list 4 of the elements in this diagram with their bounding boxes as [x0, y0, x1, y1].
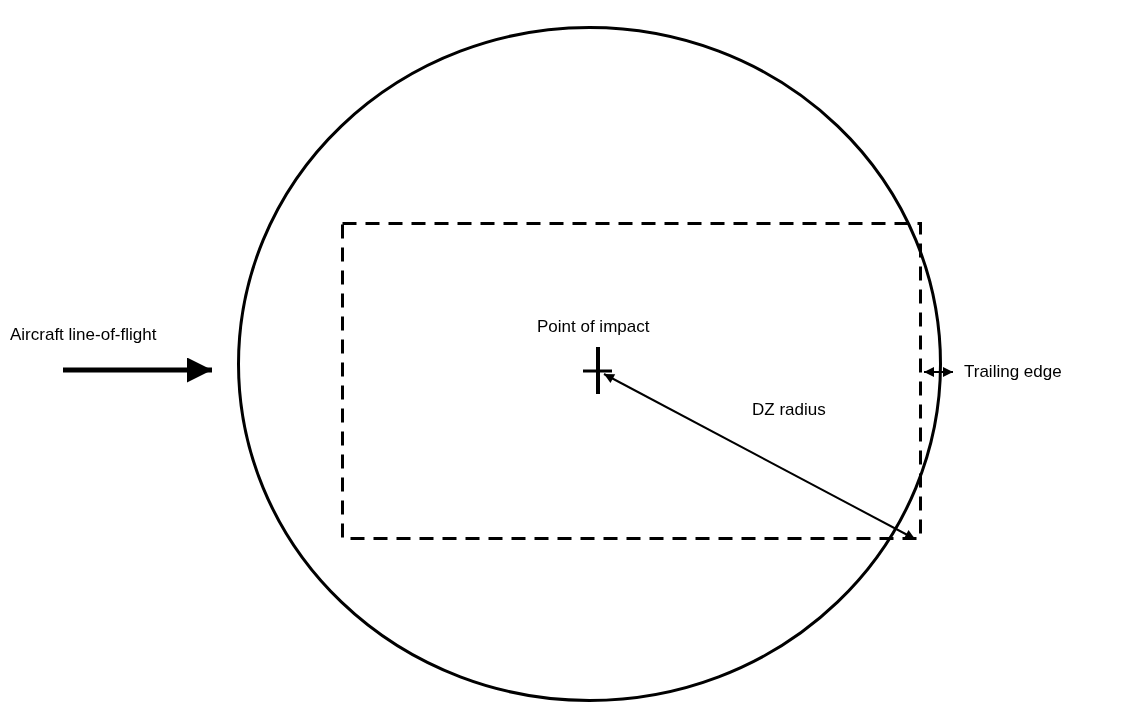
trailing-edge-label: Trailing edge	[964, 362, 1062, 382]
radius-label: DZ radius	[752, 400, 826, 420]
line-of-flight-label: Aircraft line-of-flight	[10, 325, 157, 345]
point-label: Point of impact	[537, 317, 650, 337]
